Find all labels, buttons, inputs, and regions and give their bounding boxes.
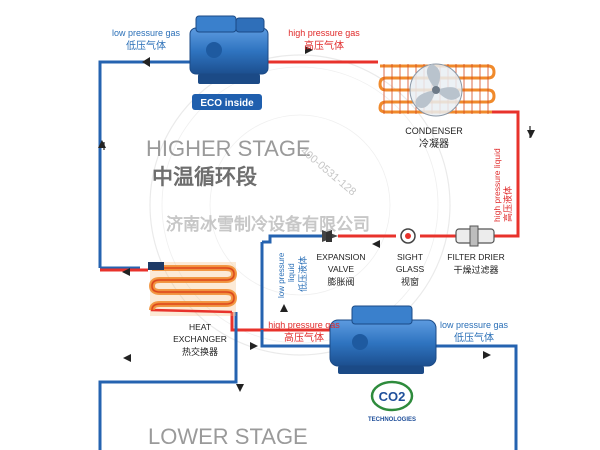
expansion-en-label-2: VALVE (328, 264, 354, 274)
sight-en-label-2: GLASS (396, 264, 425, 274)
condenser-fan-icon (409, 63, 463, 117)
right-vertical-cn-label: 高压液体 (502, 186, 513, 222)
hx-cn-label: 热交换器 (182, 346, 218, 357)
filter-drier-icon (455, 225, 495, 247)
bottom-mid-en-label: high pressure gas (268, 320, 340, 330)
higher-stage-en-title: HIGHER STAGE (146, 136, 311, 161)
eco-inside-logo: ECO inside (192, 94, 262, 110)
sight-glass-icon (400, 228, 416, 244)
bottom-mid-cn-label: 高压气体 (284, 331, 324, 344)
top-right-en-label: high pressure gas (288, 28, 360, 38)
higher-stage-cn-title: 中温循环段 (152, 165, 257, 189)
lower-red-line (230, 312, 330, 332)
top-left-cn-label: 低压气体 (126, 39, 166, 52)
expansion-cn-label: 膨胀阀 (327, 276, 354, 287)
condenser-cn-label: 冷凝器 (419, 137, 449, 150)
sight-en-label-1: SIGHT (397, 252, 423, 262)
co2-technologies-logo: CO2 TECHNOLOGIES (368, 380, 416, 423)
filter-en-label: FILTER DRIER (447, 252, 504, 262)
bottom-right-cn-label: 低压气体 (454, 331, 494, 344)
expansion-en-label-1: EXPANSION (317, 252, 366, 262)
bottom-right-en-label: low pressure gas (440, 320, 509, 330)
heat-exchanger-coil (148, 262, 238, 316)
watermark-seal (149, 54, 451, 356)
high-pressure-liquid-line (492, 110, 520, 238)
sight-cn-label: 视窗 (401, 276, 419, 287)
lower-blue-line-left (98, 312, 238, 450)
top-left-en-label: low pressure gas (112, 28, 181, 38)
hx-en-label-2: EXCHANGER (173, 334, 227, 344)
upper-compressor-icon (189, 15, 269, 84)
co2-logo-text: CO2 (379, 389, 406, 404)
lower-blue-line-right2 (436, 344, 518, 450)
hx-en-label-1: HEAT (189, 322, 211, 332)
low-pressure-liquid-line (262, 234, 322, 244)
filter-cn-label: 干燥过滤器 (453, 264, 498, 275)
mid-vertical-en-label-2: liquid (287, 263, 296, 282)
watermark-company-text: 济南冰雪制冷设备有限公司 (166, 214, 370, 234)
lower-compressor-icon (329, 305, 437, 374)
flow-arrows (98, 46, 535, 392)
top-right-cn-label: 高压气体 (304, 39, 344, 52)
lower-blue-line-right (260, 330, 330, 348)
eco-logo-text: ECO inside (200, 98, 254, 109)
expansion-valve-icon (322, 230, 338, 242)
lower-stage-title: LOWER STAGE (148, 424, 308, 449)
condenser-en-label: CONDENSER (405, 126, 463, 136)
watermark-phone-text: 400-0531-128 (298, 145, 358, 198)
mid-vertical-en-label-1: low pressure (277, 252, 286, 298)
co2-sub-text: TECHNOLOGIES (368, 417, 416, 423)
low-pressure-line-top (98, 60, 190, 268)
mid-vertical-cn-label: 低压液体 (297, 256, 308, 292)
condenser-coil (378, 63, 496, 117)
right-vertical-en-label: high pressure liquid (492, 148, 502, 222)
